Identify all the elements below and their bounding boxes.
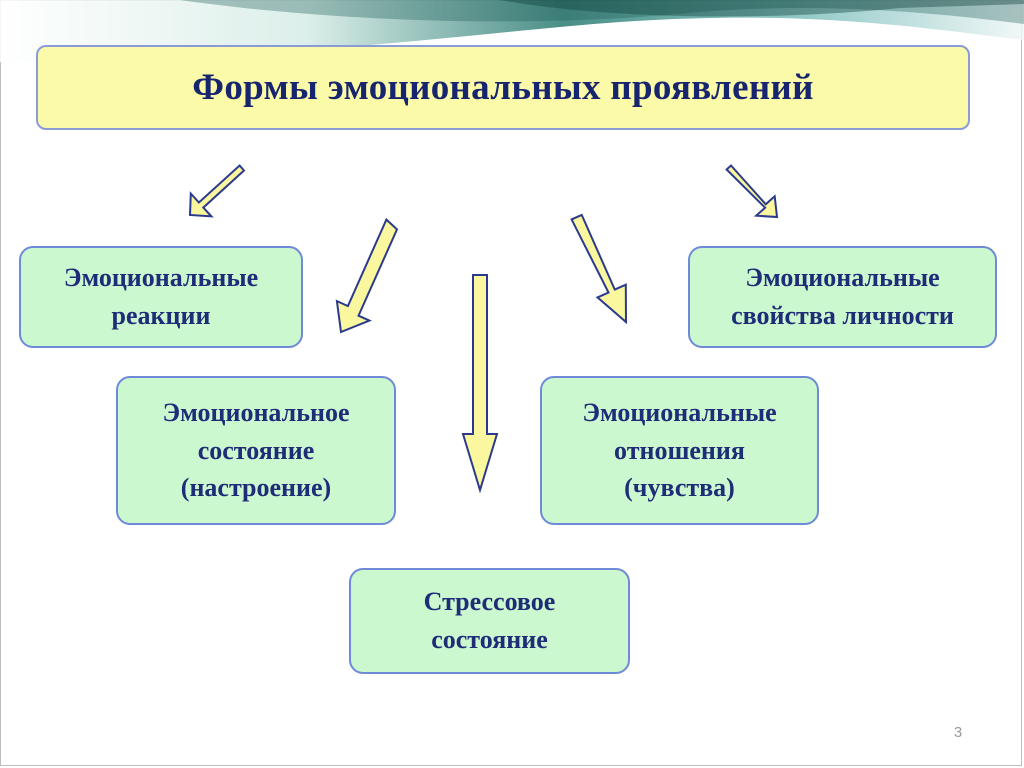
box-emotional-reactions: Эмоциональные реакции	[19, 246, 303, 348]
box-stress-state: Стрессовое состояние	[349, 568, 630, 674]
box-stress-line-2: состояние	[431, 625, 548, 654]
arrow-to-state	[335, 217, 399, 334]
box-properties-line-2: свойства личности	[731, 301, 954, 330]
box-relations-line-3: (чувства)	[624, 473, 735, 503]
box-relations-line-2: отношения	[614, 435, 745, 465]
box-state-line-2: состояние	[197, 435, 315, 465]
arrow-to-stress	[461, 274, 499, 494]
page-number: 3	[953, 724, 963, 741]
diagram-title: Формы эмоциональных проявлений	[192, 67, 814, 108]
box-state-line-3: (настроение)	[180, 473, 332, 503]
box-reactions-line-1: Эмоциональные	[63, 263, 259, 293]
title-box: Формы эмоциональных проявлений	[36, 45, 970, 130]
box-emotional-relations: Эмоциональные отношения (чувства)	[540, 376, 819, 525]
box-stress-line-1: Стрессовое	[423, 587, 556, 617]
arrow-to-reactions	[188, 164, 246, 218]
box-reactions-line-2: реакции	[111, 301, 211, 330]
box-properties-line-1: Эмоциональные	[745, 263, 940, 293]
arrow-to-relations	[570, 213, 628, 325]
box-relations-line-1: Эмоциональные	[582, 397, 777, 427]
box-emotional-personality-properties: Эмоциональные свойства личности	[688, 246, 997, 348]
box-emotional-state: Эмоциональное состояние (настроение)	[116, 376, 396, 525]
arrow-to-properties	[725, 164, 779, 219]
box-state-line-1: Эмоциональное	[162, 397, 350, 427]
